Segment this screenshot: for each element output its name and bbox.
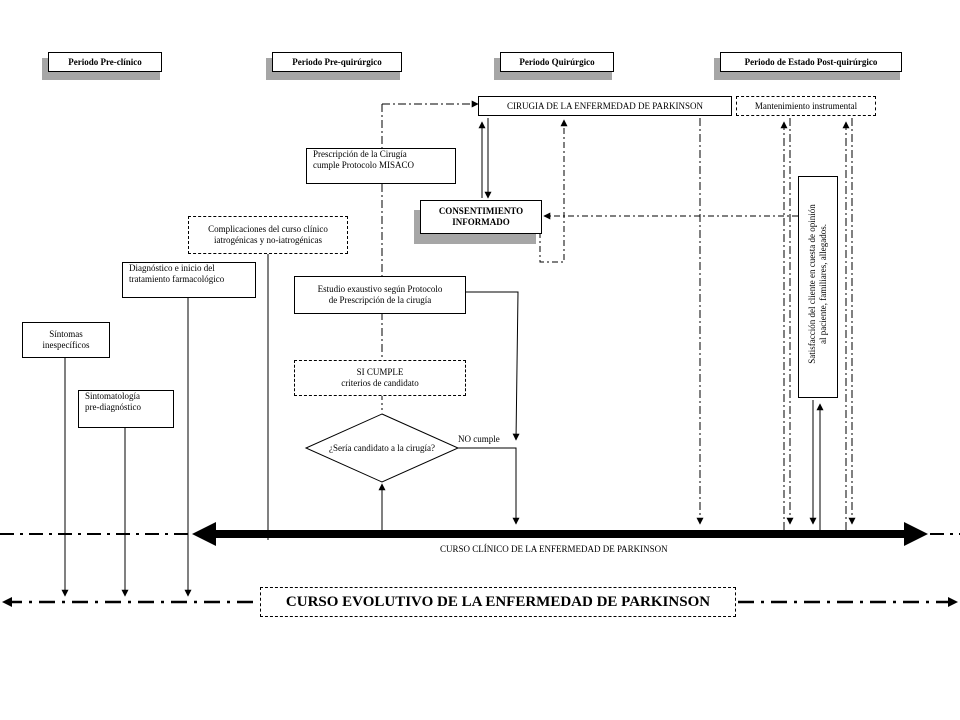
estudio-box: Estudio exaustivo según Protocolo de Pre… bbox=[294, 276, 466, 314]
period-pre-quirurgico: Periodo Pre-quirúrgico bbox=[272, 52, 402, 72]
curso-clinico-axis bbox=[0, 522, 960, 546]
estudio-line-1: Estudio exaustivo según Protocolo bbox=[317, 284, 443, 294]
estudio-no-cumple-path bbox=[378, 291, 520, 530]
preclinical-arrows bbox=[61, 254, 269, 597]
candidate-decision-diamond bbox=[304, 413, 460, 483]
prescripcion-box: Prescripción de la Cirugía cumple Protoc… bbox=[306, 148, 456, 184]
complicaciones-line-2: iatrogénicas y no-iatrogénicas bbox=[214, 235, 322, 245]
satisfaccion-line-1: Satisfacción del cliente en cuesta de op… bbox=[807, 204, 817, 364]
satisfaccion-box bbox=[798, 176, 838, 398]
sintomas-line-2: inespecíficos bbox=[42, 340, 90, 350]
prescripcion-line-1: Prescripción de la Cirugía bbox=[313, 149, 407, 159]
consent-feedback-loop bbox=[539, 119, 798, 263]
satisfaccion-line-2: al paciente, familiares, allegados. bbox=[818, 224, 828, 344]
sintomas-box: Síntomas inespecíficos bbox=[22, 322, 110, 358]
sintomatologia-line-2: pre-diagnóstico bbox=[85, 402, 141, 412]
consentimiento-line-2: INFORMADO bbox=[452, 217, 510, 227]
period-post-quirurgico: Periodo de Estado Post-quirúrgico bbox=[720, 52, 902, 72]
diagnostico-line-1: Diagnóstico e inicio del bbox=[129, 263, 215, 273]
sintomatologia-box: Sintomatología pre-diagnóstico bbox=[78, 390, 174, 428]
decision-label: ¿Sería candidato a la cirugía? bbox=[329, 443, 435, 453]
satisfaccion-text: Satisfacción del cliente en cuesta de op… bbox=[798, 174, 838, 394]
complicaciones-box: Complicaciones del curso clínico iatrogé… bbox=[188, 216, 348, 254]
consentimiento-box: CONSENTIMIENTO INFORMADO bbox=[420, 200, 542, 234]
si-cumple-box: SI CUMPLE criterios de candidato bbox=[294, 360, 466, 396]
period-quirurgico: Periodo Quirúrgico bbox=[500, 52, 614, 72]
complicaciones-line-1: Complicaciones del curso clínico bbox=[208, 224, 328, 234]
estudio-line-2: de Prescripción de la cirugía bbox=[328, 295, 432, 305]
sintomas-line-1: Síntomas bbox=[49, 329, 83, 339]
sintomatologia-line-1: Sintomatología bbox=[85, 391, 140, 401]
curso-evolutivo-axis bbox=[2, 597, 958, 607]
mantenimiento-box: Mantenimiento instrumental bbox=[736, 96, 876, 116]
curso-clinico-label: CURSO CLÍNICO DE LA ENFERMEDAD DE PARKIN… bbox=[440, 544, 668, 554]
consent-arrows bbox=[478, 118, 492, 199]
diagnostico-box: Diagnóstico e inicio del tratamiento far… bbox=[122, 262, 256, 298]
consentimiento-line-1: CONSENTIMIENTO bbox=[438, 206, 524, 216]
satisfaction-arrows bbox=[809, 400, 824, 530]
si-cumple-line-2: criterios de candidato bbox=[341, 378, 419, 388]
no-cumple-label: NO cumple bbox=[458, 434, 500, 444]
cirugia-box: CIRUGIA DE LA ENFERMEDAD DE PARKINSON bbox=[478, 96, 732, 116]
prescripcion-line-2: cumple Protocolo MISACO bbox=[313, 160, 414, 170]
diagnostico-line-2: tratamiento farmacológico bbox=[129, 274, 225, 284]
period-pre-clinico: Periodo Pre-clínico bbox=[48, 52, 162, 72]
si-cumple-line-1: SI CUMPLE bbox=[356, 367, 404, 377]
post-surgery-arrows bbox=[780, 118, 856, 530]
curso-evolutivo-label: CURSO EVOLUTIVO DE LA ENFERMEDAD DE PARK… bbox=[260, 587, 736, 617]
